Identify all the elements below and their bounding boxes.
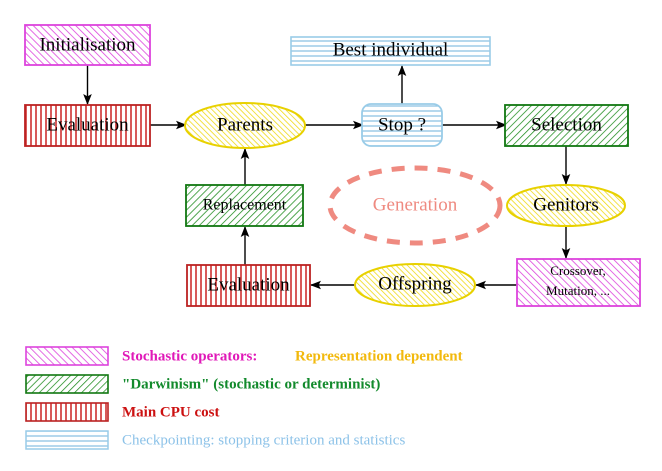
generation-dashed-ellipse <box>327 165 503 246</box>
generation-label: Generation <box>373 194 458 215</box>
node-offspring[interactable]: Offspring <box>354 263 476 307</box>
legend-item-stochastic-operators: Stochastic operators: Representation dep… <box>25 346 463 366</box>
node-generation-annotation: Generation <box>327 165 503 246</box>
node-replacement-label: Replacement <box>203 197 287 214</box>
node-crossover-label-line2: Mutation, ... <box>546 283 610 298</box>
legend-label-representation-dependent: Representation dependent <box>295 348 463 364</box>
node-genitors-label: Genitors <box>533 194 598 215</box>
node-parents[interactable]: Parents <box>184 102 306 149</box>
node-genitors-shape <box>506 184 626 227</box>
node-best-individual-shape <box>290 36 491 66</box>
legend-swatch-magenta-diagonal <box>25 346 109 366</box>
node-selection-label: Selection <box>531 114 602 135</box>
node-stop-label: Stop ? <box>378 114 426 135</box>
node-evaluation-top[interactable]: Evaluation <box>24 104 151 147</box>
node-offspring-label: Offspring <box>378 273 452 294</box>
node-crossover-mutation[interactable]: Crossover, Mutation, ... <box>516 258 641 307</box>
legend-label-darwinism: "Darwinism" (stochastic or determinist) <box>122 376 380 392</box>
node-crossover-mutation-shape <box>516 258 641 307</box>
node-parents-label: Parents <box>217 114 273 135</box>
node-selection-shape <box>504 104 629 147</box>
node-genitors[interactable]: Genitors <box>506 184 626 227</box>
legend-label-main-cpu-cost: Main CPU cost <box>122 404 220 420</box>
node-initialisation-shape <box>24 24 151 66</box>
node-evaluation-bottom[interactable]: Evaluation <box>186 264 311 307</box>
node-parents-shape <box>184 102 306 149</box>
legend-swatch-red-vertical <box>25 402 109 422</box>
legend-label-stochastic-operators: Stochastic operators: <box>122 348 257 364</box>
node-stop-shape <box>361 103 443 147</box>
legend-swatch-green-diagonal <box>25 374 109 394</box>
node-best-individual[interactable]: Best individual <box>290 36 491 66</box>
legend: Stochastic operators: Representation dep… <box>25 346 463 450</box>
node-evaluation-bottom-label: Evaluation <box>207 274 290 295</box>
node-selection[interactable]: Selection <box>504 104 629 147</box>
legend-item-main-cpu-cost: Main CPU cost <box>25 402 220 422</box>
legend-item-checkpointing: Checkpointing: stopping criterion and st… <box>25 430 405 450</box>
edge-layer <box>83 65 571 290</box>
legend-label-checkpointing: Checkpointing: stopping criterion and st… <box>122 432 405 448</box>
node-replacement[interactable]: Replacement <box>185 184 304 227</box>
node-best-individual-label: Best individual <box>333 39 449 60</box>
node-evaluation-top-label: Evaluation <box>46 114 129 135</box>
node-offspring-shape <box>354 263 476 307</box>
legend-item-darwinism: "Darwinism" (stochastic or determinist) <box>25 374 380 394</box>
node-replacement-shape <box>185 184 304 227</box>
legend-swatch-blue-horizontal <box>25 430 109 450</box>
node-stop[interactable]: Stop ? <box>361 103 443 147</box>
node-initialisation-label: Initialisation <box>39 34 136 55</box>
node-initialisation[interactable]: Initialisation <box>24 24 151 66</box>
node-crossover-label-line1: Crossover, <box>550 263 605 278</box>
node-evaluation-bottom-shape <box>186 264 311 307</box>
node-evaluation-top-shape <box>24 104 151 147</box>
